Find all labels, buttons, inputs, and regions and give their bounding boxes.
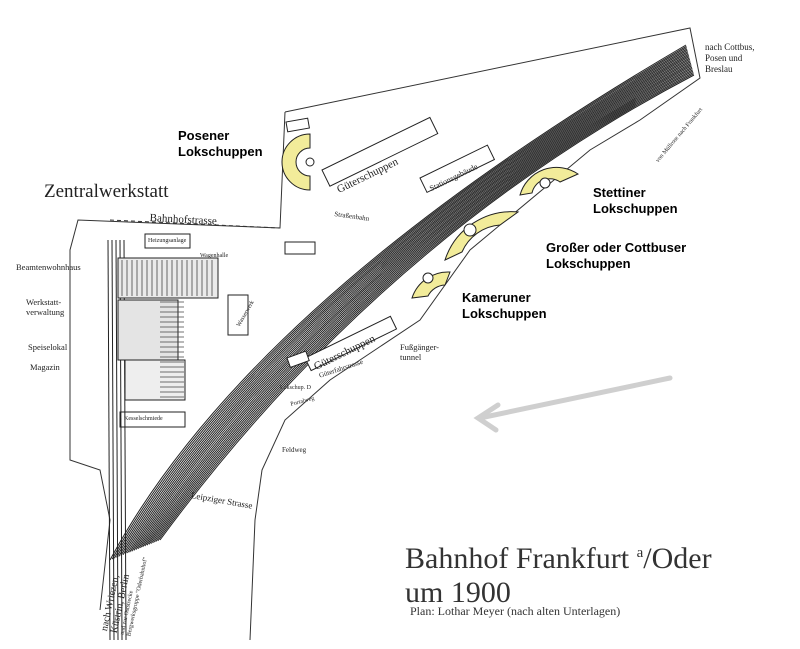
speiselokal-label: Speiselokal <box>28 342 68 352</box>
posener-lokschuppen-shape <box>281 133 311 191</box>
roundhouses <box>281 133 580 299</box>
werkstattverwaltung-label: Werkstatt-verwaltung <box>26 297 65 317</box>
zentralwerkstatt-label: Zentralwerkstatt <box>44 181 169 202</box>
stettiner-lokschuppen-shape <box>519 166 580 196</box>
heizungsanlage-label: Heizungsanlage <box>148 238 187 244</box>
beamtenwohnhaus-label: Beamtenwohnhaus <box>16 262 81 272</box>
plan-title: Bahnhof Frankfurt a/Oder um 1900 <box>405 542 712 609</box>
railway-tracks <box>107 44 695 641</box>
wagenhalle-label: Wagenhalle <box>200 253 229 259</box>
plan-credit: Plan: Lothar Meyer (nach alten Unterlage… <box>410 604 621 618</box>
kameruner-lokschuppen-shape <box>411 271 451 299</box>
workshop-hatching <box>121 260 213 398</box>
direction-arrow <box>473 375 673 433</box>
lokschup-d-label: Lokschup. D <box>280 385 311 391</box>
feldweg-label: Feldweg <box>282 446 307 454</box>
workshop-buildings <box>117 233 316 428</box>
plan-subtitle: um 1900 <box>405 576 511 609</box>
kesselschmiede-label: Kesselschmiede <box>124 416 163 422</box>
station-buildings <box>285 116 496 372</box>
cottbuser-lokschuppen-shape <box>444 211 520 261</box>
fussgaengertunnel-label: Fußgänger-tunnel <box>400 342 440 362</box>
magazin-label: Magazin <box>30 362 60 372</box>
